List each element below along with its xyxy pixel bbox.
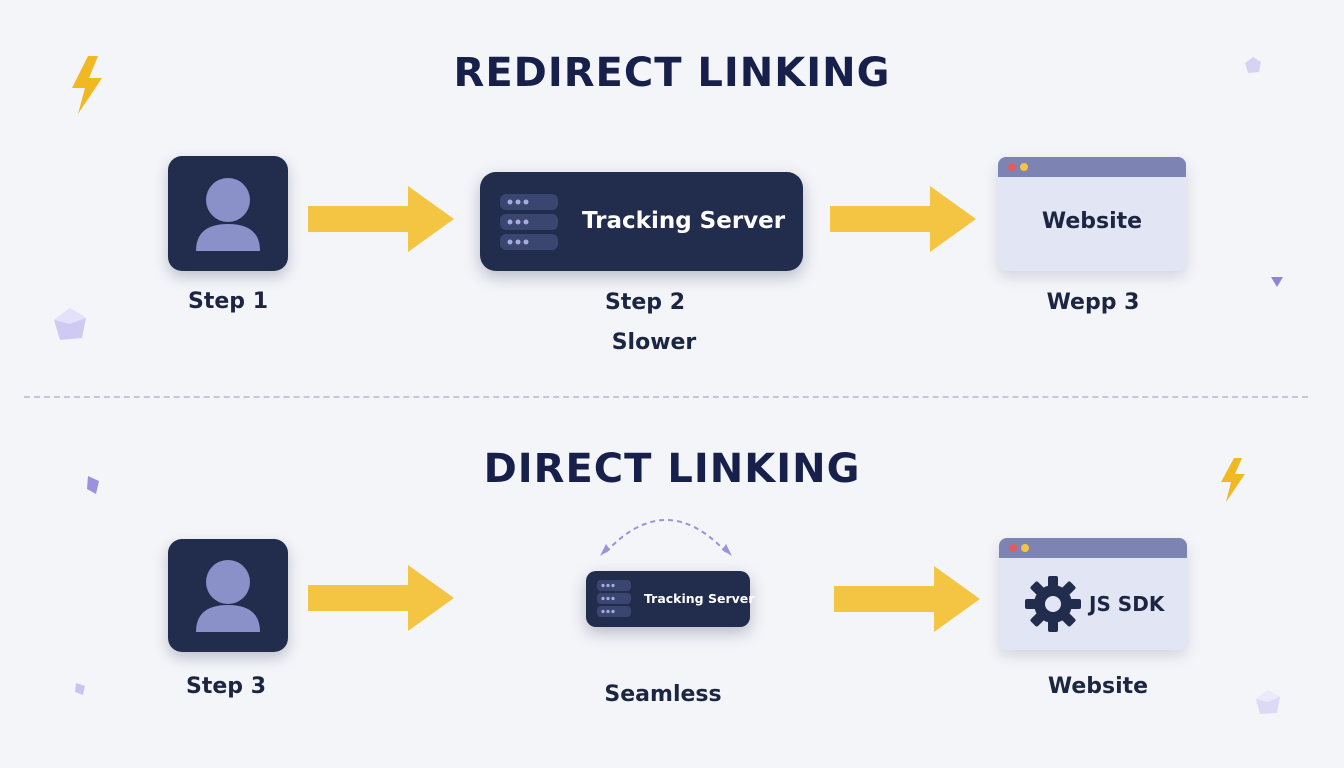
user-icon xyxy=(196,178,260,251)
sdk-browser-window: JS SDK xyxy=(999,538,1187,650)
decorative-cube-icon xyxy=(1256,690,1280,714)
browser-minimize-dot xyxy=(1021,544,1029,552)
user-tile xyxy=(168,156,288,271)
browser-close-dot xyxy=(1009,544,1017,552)
tracking-server-box: Tracking Server xyxy=(586,571,754,627)
browser-title-bar xyxy=(999,538,1187,558)
user-tile xyxy=(168,539,288,652)
direct-linking-title: DIRECT LINKING xyxy=(483,446,861,492)
website-label: Website xyxy=(1041,209,1143,234)
step-3-label: Step 3 xyxy=(186,674,266,699)
seamless-label: Seamless xyxy=(604,682,722,707)
database-icon xyxy=(500,194,558,250)
redirect-linking-title: REDIRECT LINKING xyxy=(453,50,891,96)
browser-close-dot xyxy=(1008,163,1016,171)
section-divider xyxy=(24,396,1308,398)
decorative-gem-icon xyxy=(75,683,85,695)
decorative-cube-icon xyxy=(1245,57,1261,73)
slower-label: Slower xyxy=(611,330,697,355)
decorative-gem-icon xyxy=(87,476,99,494)
website-label: Website xyxy=(1047,674,1149,699)
arrow-right-icon xyxy=(830,186,976,252)
decorative-cube-icon xyxy=(54,308,86,340)
arrow-right-icon xyxy=(308,186,454,252)
tracking-server-box: Tracking Server xyxy=(480,172,803,271)
step-2-label: Step 2 xyxy=(605,290,685,315)
step-1-label: Step 1 xyxy=(188,289,268,314)
lightning-bolt-icon xyxy=(72,56,102,114)
user-icon xyxy=(196,560,260,632)
website-browser-window: Website xyxy=(998,157,1186,271)
wepp-3-label: Wepp 3 xyxy=(1046,290,1140,315)
tracking-server-label: Tracking Server xyxy=(582,208,786,234)
decorative-triangle-icon xyxy=(1271,277,1283,287)
arrow-right-icon xyxy=(834,566,980,632)
lightning-bolt-icon xyxy=(1221,458,1245,502)
js-sdk-label: JS SDK xyxy=(1089,592,1165,616)
dashed-curve-arrow-icon xyxy=(600,519,732,556)
browser-minimize-dot xyxy=(1020,163,1028,171)
tracking-server-label: Tracking Server xyxy=(644,591,755,606)
browser-title-bar xyxy=(998,157,1186,177)
gear-icon xyxy=(1025,576,1081,632)
arrow-right-icon xyxy=(308,565,454,631)
database-icon xyxy=(597,580,631,617)
